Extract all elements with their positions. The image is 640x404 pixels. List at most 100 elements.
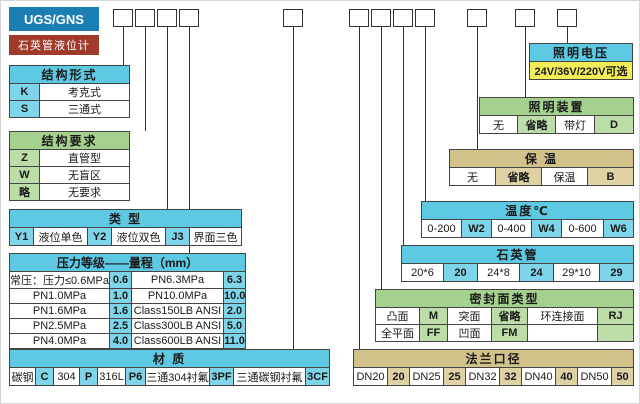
table-title: 照明电压 (529, 43, 633, 62)
label-cell: PN4.0MPa (9, 333, 110, 349)
label-cell: 碳钢 (9, 367, 36, 386)
code-cell: 32 (499, 367, 522, 386)
label-cell: 304 (53, 367, 80, 386)
lighting-device-table: 照明装置 无 省略 带灯 D (478, 97, 635, 134)
code-cell: J3 (165, 227, 190, 246)
label-cell: PN2.5MPa (9, 318, 110, 334)
label-cell: 突面 (447, 307, 492, 325)
insulation-table: 保 温 无 省略 保温 B (448, 149, 635, 186)
code-cell: D (593, 115, 635, 134)
product-name: 石英管液位计 (9, 35, 99, 55)
code-box-8 (393, 9, 413, 27)
code-cell: W4 (531, 219, 562, 238)
label-cell: 无要求 (38, 183, 131, 201)
connector-line (359, 27, 360, 349)
code-box-4 (179, 9, 199, 27)
code-cell: 25 (443, 367, 466, 386)
label-cell: 保温 (541, 167, 588, 186)
label-cell: 全平面 (375, 324, 420, 342)
label-cell: 0-200 (421, 219, 462, 238)
connector-line (567, 27, 568, 43)
label-cell: 考克式 (38, 83, 131, 101)
seal-face-table: 密封面类型 凸面 M 突面 省略 环连接面 RJ 全平面 FF 凹面 FM (374, 289, 635, 342)
label-cell: 20*6 (401, 263, 444, 282)
code-cell: 4.0 (109, 333, 132, 349)
structure-form-table: 结构形式 K 考克式 S 三通式 (8, 65, 131, 118)
code-box-11 (515, 9, 535, 27)
label-cell: PN1.6MPa (9, 303, 110, 319)
label-cell: Class600LB ANSI (131, 333, 224, 349)
label-cell: 0-400 (491, 219, 532, 238)
connector-line (525, 27, 526, 97)
code-cell: 3PF (209, 367, 234, 386)
label-cell: 环连接面 (527, 307, 598, 325)
code-cell: B (586, 167, 635, 186)
code-cell: FM (491, 324, 528, 342)
connector-line (123, 27, 124, 65)
connector-line (477, 27, 478, 149)
code-box-9 (415, 9, 435, 27)
code-cell: P (79, 367, 98, 386)
code-cell: 省略 (491, 307, 528, 325)
code-cell: 24 (519, 263, 554, 282)
code-cell: 3CF (304, 367, 331, 386)
label-cell: 界面三色 (188, 227, 243, 246)
code-cell: 40 (555, 367, 578, 386)
code-box-3 (157, 9, 177, 27)
table-title: 结构形式 (8, 65, 131, 84)
series-name: UGS/GNS (9, 7, 99, 31)
code-cell: 20 (387, 367, 410, 386)
code-cell: P6 (125, 367, 146, 386)
code-box-6 (349, 9, 369, 27)
table-title: 类 型 (8, 209, 243, 228)
code-cell: Z (9, 149, 40, 167)
label-cell: 液位双色 (111, 227, 166, 246)
code-cell: 29 (598, 263, 635, 282)
flange-table: 法兰口径 DN20 20 DN25 25 DN32 32 DN40 40 DN5… (352, 349, 635, 386)
quartz-tube-table: 石英管 20*6 20 24*8 24 29*10 29 (400, 245, 635, 282)
code-cell: 11.0 (222, 333, 247, 349)
code-cell: 6.3 (222, 271, 247, 289)
code-cell: 2.5 (109, 318, 132, 334)
label-cell: 无 (479, 115, 518, 134)
code-box-7 (371, 9, 391, 27)
code-cell: C (35, 367, 54, 386)
label-cell: 液位单色 (33, 227, 88, 246)
code-box-5 (283, 9, 303, 27)
pressure-table: 压力等级——量程（mm） 常压：压力≤0.6MPa 0.6 PN6.3MPa 6… (8, 253, 247, 349)
connector-line (145, 27, 146, 131)
code-cell: 省略 (495, 167, 542, 186)
code-cell: Y1 (9, 227, 34, 246)
type-table: 类 型 Y1 液位单色 Y2 液位双色 J3 界面三色 (8, 209, 243, 246)
label-cell: 直管型 (38, 149, 131, 167)
code-cell: W2 (461, 219, 492, 238)
label-cell: 三通304衬氟 (145, 367, 210, 386)
code-cell: 1.0 (109, 288, 132, 304)
label-cell: 三通碳钢衬氟 (233, 367, 306, 386)
label-cell: PN1.0MPa (9, 288, 110, 304)
code-cell: 10.0 (222, 288, 247, 304)
label-cell: DN40 (521, 367, 556, 386)
material-table: 材 质 碳钢 C 304 P 316L P6 三通304衬氟 3PF 三通碳钢衬… (8, 349, 331, 386)
code-cell: 省略 (517, 115, 556, 134)
table-title: 照明装置 (478, 97, 635, 116)
label-cell: DN32 (465, 367, 500, 386)
label-cell: 三通式 (38, 100, 131, 118)
code-box-12 (557, 9, 577, 27)
code-cell: K (9, 83, 40, 101)
code-cell: 略 (9, 183, 40, 201)
label-cell: 常压：压力≤0.6MPa (9, 271, 110, 289)
code-cell: 2.0 (222, 303, 247, 319)
table-title: 法兰口径 (352, 349, 635, 368)
code-cell (596, 324, 635, 342)
label-cell: 29*10 (553, 263, 600, 282)
lighting-voltage-table: 照明电压 24V/36V/220V可选 (529, 43, 633, 80)
label-cell: 凹面 (447, 324, 492, 342)
code-cell: W6 (602, 219, 635, 238)
structure-req-table: 结构要求 Z 直管型 W 无盲区 略 无要求 (8, 131, 131, 201)
code-cell: Y2 (87, 227, 112, 246)
label-cell: DN50 (577, 367, 612, 386)
code-cell: 50 (610, 367, 635, 386)
label-cell: 0-600 (561, 219, 604, 238)
label-cell: Class300LB ANSI (131, 318, 224, 334)
